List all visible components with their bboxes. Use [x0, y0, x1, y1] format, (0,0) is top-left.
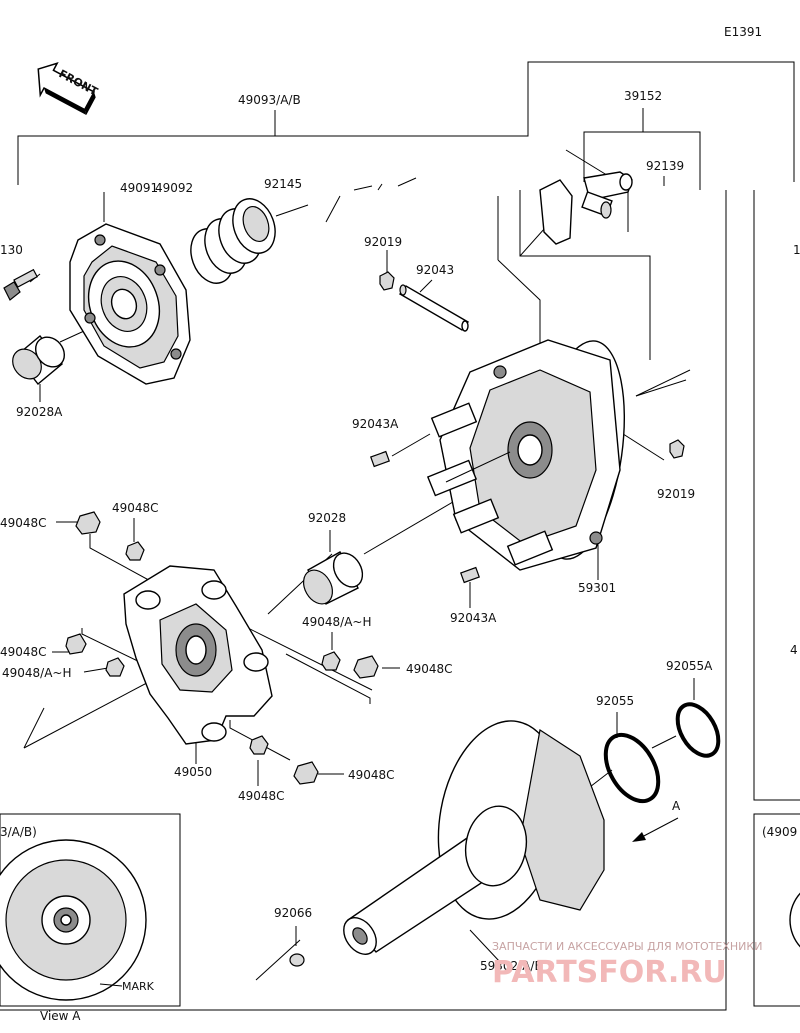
spring — [190, 198, 276, 284]
watermark-text: ЗАПЧАСТИ И АКСЕССУАРЫ ДЛЯ МОТОТЕХНИКИ — [492, 940, 762, 953]
label-49093: 49093/A/B — [238, 93, 301, 107]
label-92139: 92139 — [646, 159, 684, 173]
label-39152: 39152 — [624, 89, 662, 103]
bolt — [3, 268, 38, 301]
view-a-label: View A — [40, 1009, 81, 1023]
label-59301: 59301 — [578, 581, 616, 595]
label-92043: 92043 — [416, 263, 454, 277]
label-49048AH-a: 49048/A~H — [302, 615, 372, 629]
collar-92019 — [379, 271, 685, 459]
label-92145: 92145 — [264, 177, 302, 191]
label-49048C-f: 49048C — [348, 768, 395, 782]
label-92028: 92028 — [308, 511, 346, 525]
label-92028A: 92028A — [16, 405, 63, 419]
label-92043A-top: 92043A — [352, 417, 399, 431]
label-49092: 49092 — [155, 181, 193, 195]
watermark-logo: PARTSFOR.RU — [492, 955, 727, 990]
spider — [123, 565, 273, 745]
label-92043A-bottom: 92043A — [450, 611, 497, 625]
weight-arm — [539, 171, 633, 245]
label-92055A: 92055A — [666, 659, 713, 673]
label-92055: 92055 — [596, 694, 634, 708]
figure-code: E1391 — [724, 25, 762, 39]
label-49048C-d: 49048C — [406, 662, 453, 676]
inset-view-a: 3/A/B) MARK View A — [0, 813, 181, 1023]
label-49048C-c: 49048C — [0, 645, 47, 659]
pin-92043 — [398, 284, 470, 332]
label-edge-right-1: 1 — [793, 243, 800, 257]
o-rings — [603, 702, 721, 804]
inset-left-title: 3/A/B) — [0, 825, 37, 839]
leader-lines — [23, 149, 695, 981]
label-49048C-a: 49048C — [0, 516, 47, 530]
cap-92066 — [289, 953, 305, 967]
label-59302: 59302/A/B — [480, 959, 543, 973]
cover-plate — [69, 223, 191, 385]
label-49048AH-b: 49048/A~H — [2, 666, 72, 680]
front-arrow-icon — [37, 62, 96, 116]
nuts-49048 — [65, 511, 379, 785]
label-49048C-e: 49048C — [238, 789, 285, 803]
bushing-92028 — [302, 551, 364, 605]
fixed-sheave — [343, 720, 605, 955]
label-92019-top: 92019 — [364, 235, 402, 249]
label-49050: 49050 — [174, 765, 212, 779]
view-a-arrow: A — [632, 799, 681, 842]
bracket-lines — [0, 61, 800, 1011]
watermark: ЗАПЧАСТИ И АКСЕССУАРЫ ДЛЯ МОТОТЕХНИКИ PA… — [492, 940, 762, 990]
inset-right: (4909 — [753, 813, 800, 1007]
label-edge-right-2: 4 — [790, 643, 798, 657]
view-arrow-label: A — [672, 799, 681, 813]
mark-label: MARK — [122, 980, 155, 993]
inset-right-title: (4909 — [762, 825, 797, 839]
movable-sheave — [426, 339, 626, 571]
bushing-92028A — [12, 335, 66, 385]
label-92066: 92066 — [274, 906, 312, 920]
part-labels: 49093/A/B 39152 92139 92145 49091 49092 … — [0, 89, 800, 973]
label-92019-right: 92019 — [657, 487, 695, 501]
label-49091: 49091 — [120, 181, 158, 195]
pin-92043A — [370, 450, 480, 584]
label-130: 130 — [0, 243, 23, 257]
label-49048C-b: 49048C — [112, 501, 159, 515]
